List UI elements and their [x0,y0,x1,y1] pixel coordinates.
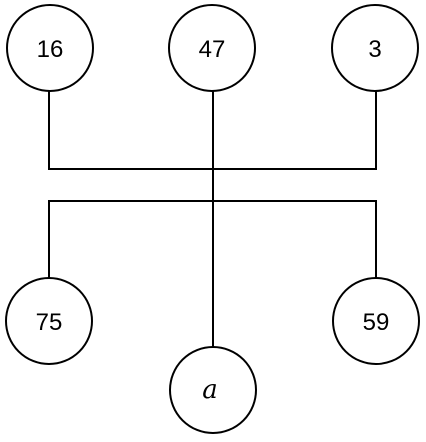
node-bottom-left: 75 [5,277,93,365]
node-bottom-right-label: 59 [363,309,390,336]
node-bottom-middle: a [169,346,257,434]
node-top-left-label: 16 [37,36,64,63]
node-top-left: 16 [6,4,94,92]
node-top-right: 3 [331,4,419,92]
node-top-middle-label: 47 [199,36,226,63]
node-bottom-right: 59 [332,277,420,365]
bottom-connector [48,200,377,279]
node-bottom-middle-label: a [202,375,218,405]
node-top-right-label: 3 [368,36,381,63]
connectors [48,91,377,348]
node-bottom-left-label: 75 [36,309,63,336]
node-top-middle: 47 [168,4,256,92]
